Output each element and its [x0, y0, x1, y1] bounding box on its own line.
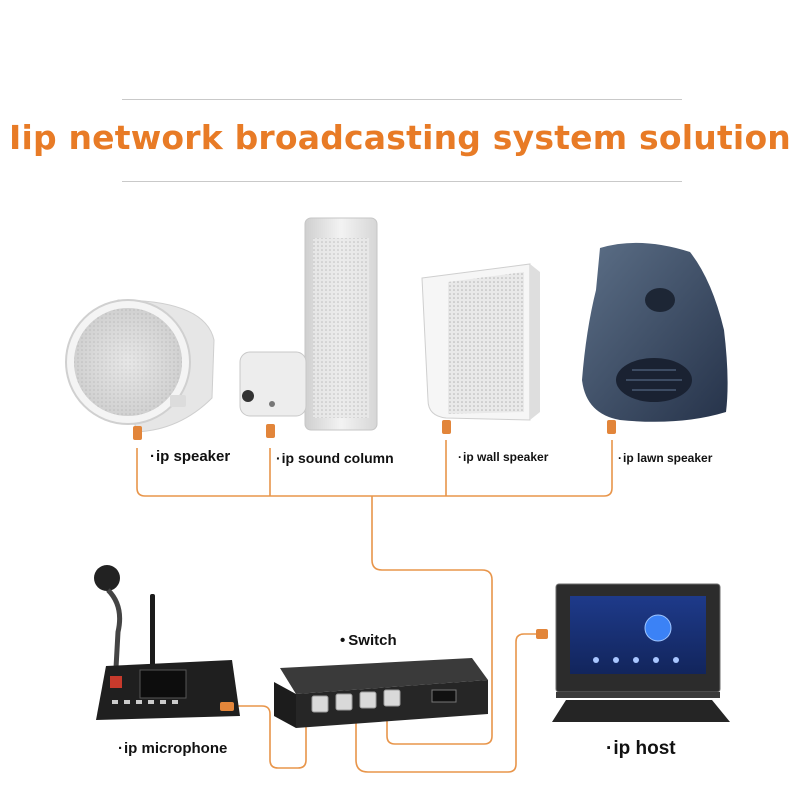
ip-host-label: ip host [606, 738, 675, 760]
ip-lawn-speaker-label: ip lawn speaker [618, 451, 712, 465]
page-title: Iip network broadcasting system solution [8, 118, 792, 157]
ip-sound-column-image [239, 217, 378, 438]
ip-microphone-label: ip microphone [118, 740, 227, 757]
ip-microphone-image [94, 565, 240, 720]
ip-speaker-image [65, 299, 215, 440]
cable-microphone [235, 705, 307, 769]
bottom-divider [122, 181, 682, 182]
switch-label: Switch [340, 632, 396, 649]
ip-lawn-speaker-image [582, 242, 728, 434]
ip-wall-speaker-label: ip wall speaker [458, 450, 548, 464]
switch-image [274, 658, 488, 728]
ip-sound-column-label: ip sound column [276, 450, 394, 466]
cable-bus [136, 440, 613, 497]
ip-wall-speaker-image [421, 263, 540, 434]
network-cables [136, 440, 613, 773]
ip-host-image [536, 583, 730, 722]
cable-to-switch [371, 496, 493, 745]
top-divider [122, 99, 682, 100]
ip-speaker-label: ip speaker [150, 448, 230, 465]
cable-host [355, 633, 540, 773]
